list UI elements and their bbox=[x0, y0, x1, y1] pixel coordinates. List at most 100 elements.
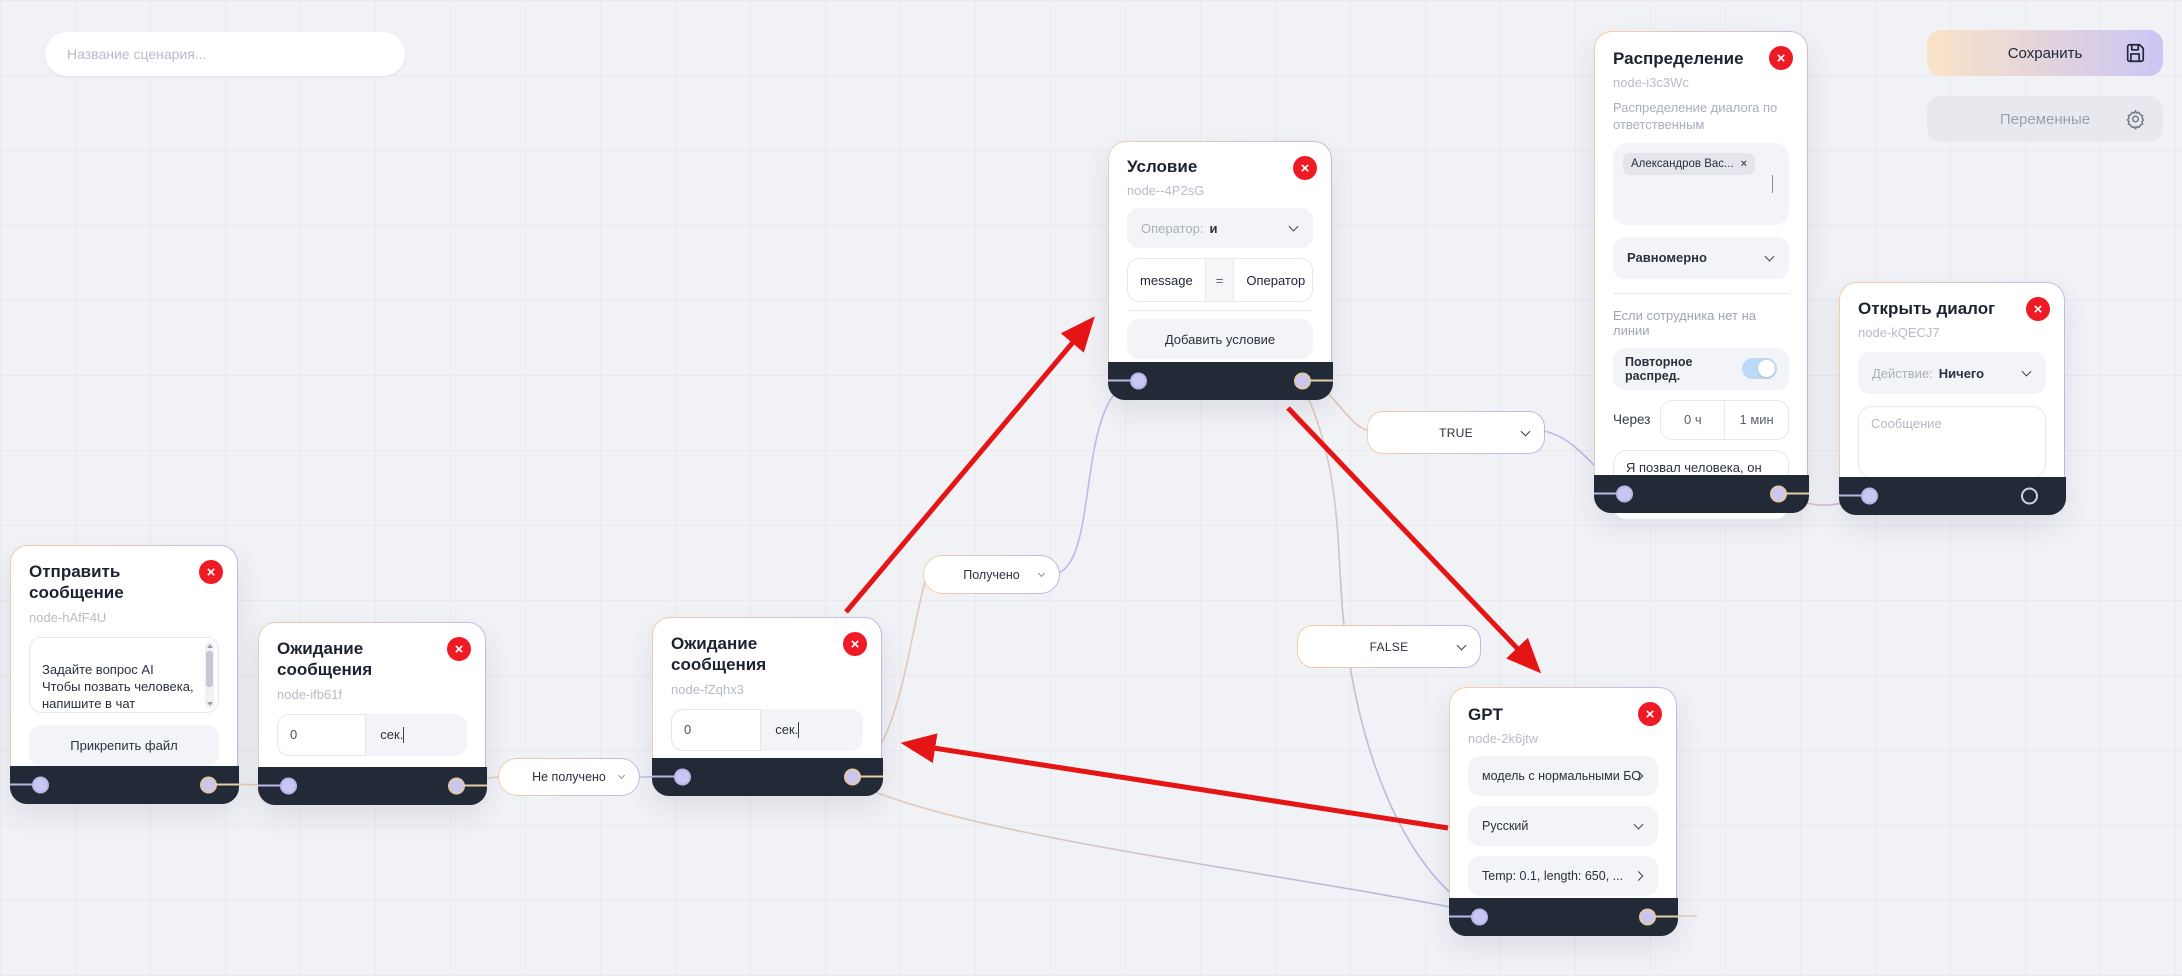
output-port[interactable] bbox=[1293, 372, 1333, 389]
output-port[interactable] bbox=[447, 777, 487, 794]
chevron-down-icon bbox=[617, 771, 626, 780]
remove-tag-icon[interactable]: × bbox=[1740, 157, 1748, 170]
input-port[interactable] bbox=[1838, 487, 1878, 504]
params-value: Temp: 0.1, length: 650, ... bbox=[1482, 869, 1624, 884]
output-port[interactable] bbox=[199, 776, 239, 793]
chevron-down-icon bbox=[403, 727, 405, 743]
seconds-input[interactable]: 0 bbox=[671, 708, 762, 751]
close-icon[interactable]: × bbox=[843, 632, 867, 656]
add-condition-button[interactable]: Добавить условие bbox=[1127, 319, 1313, 360]
params-select[interactable]: Temp: 0.1, length: 650, ... bbox=[1468, 856, 1658, 897]
node-wait-message-2[interactable]: Ожидание сообщения × node-fZqhx3 0 сек. bbox=[651, 617, 883, 796]
node-footer bbox=[1838, 476, 2066, 515]
action-value: Ничего bbox=[1938, 365, 1985, 381]
scrollbar[interactable] bbox=[205, 641, 214, 708]
close-icon[interactable]: × bbox=[1769, 46, 1793, 70]
edge-label-true[interactable]: TRUE bbox=[1367, 411, 1545, 454]
seconds-input[interactable]: 0 bbox=[277, 713, 367, 756]
output-port[interactable] bbox=[843, 768, 883, 785]
edge-label-not-received[interactable]: Не получено bbox=[498, 758, 640, 796]
message-textarea[interactable]: Задайте вопрос AI Чтобы позвать человека… bbox=[29, 636, 219, 713]
distribution-mode-select[interactable]: Равномерно bbox=[1613, 236, 1789, 279]
dialog-message-textarea[interactable]: Сообщение bbox=[1858, 406, 2046, 479]
node-footer bbox=[1448, 897, 1678, 936]
input-port[interactable] bbox=[1107, 372, 1147, 389]
node-description: Распределение диалога по ответственным bbox=[1613, 100, 1778, 132]
node-title: Отправить сообщение bbox=[29, 562, 124, 603]
output-port[interactable] bbox=[1769, 485, 1809, 502]
language-select[interactable]: Русский bbox=[1468, 806, 1658, 847]
assignees-multiselect[interactable]: Александров Вас... × bbox=[1613, 142, 1789, 225]
attach-file-button[interactable]: Прикрепить файл bbox=[29, 724, 219, 767]
close-icon[interactable]: × bbox=[199, 560, 223, 584]
node-id: node-2k6jtw bbox=[1468, 731, 1539, 747]
edge-label-text: TRUE bbox=[1439, 425, 1473, 440]
edge-wait2-to-gpt bbox=[851, 781, 1476, 913]
node-id: node-i3c3Wc bbox=[1613, 75, 1689, 91]
node-id: node-kQECJ7 bbox=[1858, 325, 1940, 341]
node-gpt[interactable]: GPT × node-2k6jtw модель с нормальными Б… bbox=[1448, 687, 1678, 936]
condition-value[interactable]: Оператор bbox=[1246, 272, 1306, 288]
close-icon[interactable]: × bbox=[2026, 297, 2050, 321]
node-footer bbox=[9, 765, 239, 804]
variables-button[interactable]: Переменные bbox=[1927, 96, 2163, 142]
edge-label-false[interactable]: FALSE bbox=[1297, 625, 1481, 668]
node-distribution[interactable]: Распределение × node-i3c3Wc Распределени… bbox=[1593, 31, 1809, 520]
input-port[interactable] bbox=[257, 777, 297, 794]
assignee-tag-label: Александров Вас... bbox=[1631, 157, 1734, 170]
chevron-right-icon bbox=[1633, 871, 1644, 882]
retry-toggle-row: Повторное распред. bbox=[1613, 347, 1789, 390]
action-select[interactable]: Действие: Ничего bbox=[1858, 352, 2046, 395]
input-port[interactable] bbox=[1448, 908, 1488, 925]
chevron-down-icon bbox=[1764, 251, 1775, 262]
retry-toggle[interactable] bbox=[1741, 358, 1777, 380]
divider bbox=[1127, 310, 1313, 312]
condition-comparator[interactable]: = bbox=[1204, 259, 1235, 302]
model-select[interactable]: модель с нормальными БО bbox=[1468, 756, 1658, 797]
node-send-message[interactable]: Отправить сообщение × node-hAfF4U Задайт… bbox=[9, 545, 239, 804]
unit-select[interactable]: сек. bbox=[761, 709, 863, 751]
input-port[interactable] bbox=[9, 776, 49, 793]
chevron-down-icon bbox=[1520, 426, 1531, 436]
close-icon[interactable]: × bbox=[1638, 702, 1662, 726]
condition-field[interactable]: message bbox=[1140, 272, 1193, 288]
delay-label: Через bbox=[1613, 412, 1651, 428]
chevron-down-icon bbox=[1037, 569, 1046, 577]
divider bbox=[1613, 292, 1789, 294]
edge-label-received[interactable]: Получено bbox=[923, 555, 1060, 594]
hours-input[interactable]: 0 ч bbox=[1684, 412, 1702, 428]
dialog-message-placeholder: Сообщение bbox=[1871, 416, 1942, 432]
input-port[interactable] bbox=[1593, 485, 1633, 502]
red-arrow-gpt-to-wait2 bbox=[900, 733, 1449, 831]
delay-inputs: 0 ч 1 мин bbox=[1660, 399, 1789, 440]
unit-value: сек. bbox=[380, 727, 404, 742]
node-title: Открыть диалог bbox=[1858, 299, 1996, 318]
language-value: Русский bbox=[1482, 819, 1529, 834]
mode-value: Равномерно bbox=[1627, 250, 1707, 266]
scenario-name-input[interactable] bbox=[45, 32, 405, 76]
operator-select[interactable]: Оператор: и bbox=[1127, 208, 1313, 249]
node-title: Ожидание сообщения bbox=[671, 634, 767, 675]
output-port[interactable] bbox=[1638, 908, 1678, 925]
save-button[interactable]: Сохранить bbox=[1927, 30, 2163, 76]
node-condition[interactable]: Условие × node--4P2sG Оператор: и messag… bbox=[1107, 141, 1333, 400]
node-title: GPT bbox=[1468, 705, 1503, 724]
node-wait-message-1[interactable]: Ожидание сообщения × node-ifb61f 0 сек. bbox=[257, 622, 487, 805]
node-title: Распределение bbox=[1613, 49, 1744, 68]
minutes-input[interactable]: 1 мин bbox=[1724, 400, 1788, 439]
chevron-down-icon bbox=[1772, 174, 1773, 193]
assignee-tag[interactable]: Александров Вас... × bbox=[1623, 152, 1756, 175]
retry-label: Повторное распред. bbox=[1625, 354, 1693, 383]
node-open-dialog[interactable]: Открыть диалог × node-kQECJ7 Действие: Н… bbox=[1838, 282, 2066, 515]
operator-value: и bbox=[1209, 220, 1218, 236]
close-icon[interactable]: × bbox=[1293, 156, 1317, 180]
input-port[interactable] bbox=[651, 768, 691, 785]
node-footer bbox=[257, 766, 487, 805]
output-port-empty[interactable] bbox=[2020, 487, 2038, 504]
save-icon bbox=[2124, 42, 2146, 64]
edge-label-text: Получено bbox=[963, 567, 1020, 582]
close-icon[interactable]: × bbox=[447, 637, 471, 661]
condition-row[interactable]: message = Оператор bbox=[1127, 258, 1313, 303]
variables-button-label: Переменные bbox=[1999, 110, 2091, 128]
unit-select[interactable]: сек. bbox=[366, 714, 467, 756]
